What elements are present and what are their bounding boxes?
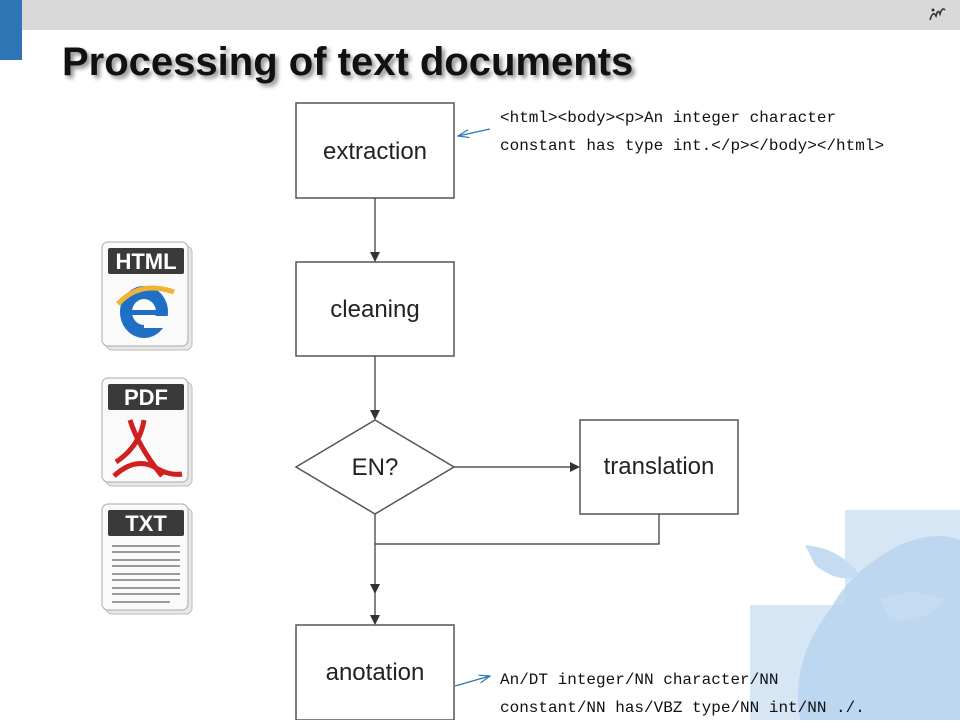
- input-example: <html><body><p>An integer character cons…: [500, 104, 884, 160]
- edge-translation-merge: [375, 514, 660, 545]
- node-en-decision: EN?: [294, 419, 456, 515]
- txt-file-icon: TXT: [100, 502, 194, 616]
- node-extraction: extraction: [295, 102, 455, 199]
- node-annotation: anotation: [295, 624, 455, 720]
- node-annotation-label: anotation: [326, 659, 425, 686]
- pointer-output: [454, 676, 490, 687]
- input-example-line1: <html><body><p>An integer character: [500, 109, 837, 127]
- node-en-decision-label: EN?: [352, 454, 399, 481]
- logo-icon: [929, 8, 946, 21]
- html-icon-label: HTML: [115, 249, 176, 274]
- txt-icon-label: TXT: [125, 511, 167, 536]
- pdf-file-icon: PDF: [100, 376, 194, 488]
- output-example-line2: constant/NN has/VBZ type/NN int/NN ./.: [500, 699, 865, 717]
- output-example: An/DT integer/NN character/NN constant/N…: [500, 666, 865, 722]
- slide-title: Processing of text documents: [62, 40, 634, 84]
- node-cleaning: cleaning: [295, 261, 455, 357]
- input-example-line2: constant has type int.</p></body></html>: [500, 137, 885, 155]
- node-translation: translation: [579, 419, 739, 515]
- node-extraction-label: extraction: [323, 138, 427, 165]
- pointer-input: [458, 128, 491, 136]
- html-file-icon: HTML: [100, 240, 194, 352]
- node-translation-label: translation: [604, 453, 715, 480]
- pdf-icon-label: PDF: [124, 385, 168, 410]
- accent-bar: [0, 0, 22, 60]
- output-example-line1: An/DT integer/NN character/NN: [500, 671, 779, 689]
- header-bar: [0, 0, 960, 30]
- node-cleaning-label: cleaning: [330, 296, 419, 323]
